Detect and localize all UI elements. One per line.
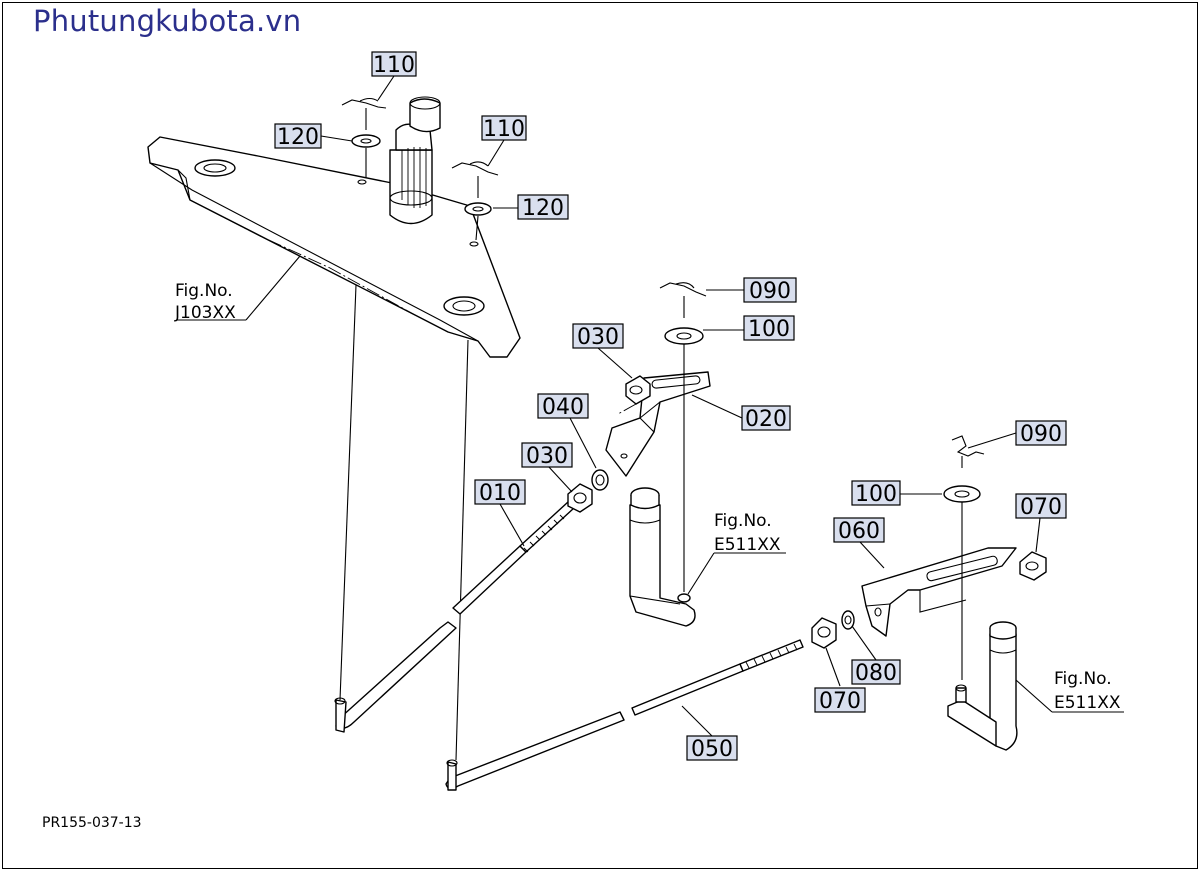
splined-shaft xyxy=(389,96,441,225)
label-070b: 070 xyxy=(814,687,866,714)
nut-070a xyxy=(1019,551,1047,581)
svg-text:080: 080 xyxy=(855,661,897,686)
bracket-060 xyxy=(861,547,1017,637)
lever-e511a xyxy=(629,487,696,627)
label-100a: 100 xyxy=(743,315,795,342)
pin-washer-090a xyxy=(659,282,707,592)
nut-030a xyxy=(617,375,651,415)
label-060: 060 xyxy=(833,517,885,544)
svg-text:J103XX: J103XX xyxy=(174,303,236,323)
rod-010 xyxy=(334,501,575,733)
fig-ref-e511a: Fig.No. E511XX xyxy=(714,511,781,555)
washer-080 xyxy=(841,610,855,630)
nut-070b xyxy=(811,617,837,649)
label-040: 040 xyxy=(537,393,589,420)
svg-text:E511XX: E511XX xyxy=(714,535,781,555)
left-guide-line xyxy=(339,284,357,701)
svg-text:E511XX: E511XX xyxy=(1054,693,1121,713)
svg-text:030: 030 xyxy=(526,444,568,469)
svg-text:010: 010 xyxy=(479,481,521,506)
svg-text:Fig.No.: Fig.No. xyxy=(1054,669,1112,689)
label-100b: 100 xyxy=(851,480,901,507)
leader-lines xyxy=(177,75,1124,737)
lever-e511b xyxy=(947,621,1018,751)
label-030a: 030 xyxy=(572,323,624,350)
svg-text:110: 110 xyxy=(483,117,525,142)
label-080: 080 xyxy=(851,659,901,686)
label-120a: 120 xyxy=(274,123,322,150)
label-050: 050 xyxy=(686,735,738,762)
svg-text:110: 110 xyxy=(373,53,415,78)
right-guide-line xyxy=(455,339,469,761)
fig-ref-j103: Fig.No. J103XX xyxy=(174,281,236,323)
pin-washer-090b xyxy=(943,435,985,680)
svg-text:040: 040 xyxy=(542,395,584,420)
svg-text:100: 100 xyxy=(748,317,790,342)
clip-pin-110b xyxy=(451,161,499,241)
svg-text:100: 100 xyxy=(855,482,897,507)
svg-text:060: 060 xyxy=(838,519,880,544)
washer-040 xyxy=(591,469,609,491)
clip-pin-110a xyxy=(341,97,387,178)
svg-text:Fig.No.: Fig.No. xyxy=(175,281,233,301)
brand-watermark: Phutungkubota.vn xyxy=(33,4,302,38)
label-030b: 030 xyxy=(521,442,573,469)
label-020: 020 xyxy=(741,405,791,432)
label-070a: 070 xyxy=(1015,493,1067,520)
bracket-020 xyxy=(605,371,711,477)
svg-text:Fig.No.: Fig.No. xyxy=(714,511,772,531)
svg-text:090: 090 xyxy=(1020,422,1062,447)
label-120b: 120 xyxy=(517,194,569,221)
svg-text:120: 120 xyxy=(277,125,319,150)
svg-text:070: 070 xyxy=(819,689,861,714)
svg-text:120: 120 xyxy=(522,196,564,221)
svg-text:070: 070 xyxy=(1020,495,1062,520)
svg-text:050: 050 xyxy=(691,737,733,762)
rod-050 xyxy=(445,639,804,791)
svg-text:090: 090 xyxy=(749,279,791,304)
label-110a: 110 xyxy=(371,51,417,78)
upper-plate xyxy=(147,136,521,358)
svg-text:030: 030 xyxy=(577,325,619,350)
fig-ref-e511b: Fig.No. E511XX xyxy=(1054,669,1121,713)
label-090a: 090 xyxy=(743,277,797,304)
label-090b: 090 xyxy=(1015,420,1067,447)
label-110b: 110 xyxy=(481,115,527,142)
nut-030b xyxy=(567,483,593,513)
label-010: 010 xyxy=(474,479,526,506)
drawing-id: PR155-037-13 xyxy=(42,815,142,831)
svg-text:020: 020 xyxy=(745,407,787,432)
